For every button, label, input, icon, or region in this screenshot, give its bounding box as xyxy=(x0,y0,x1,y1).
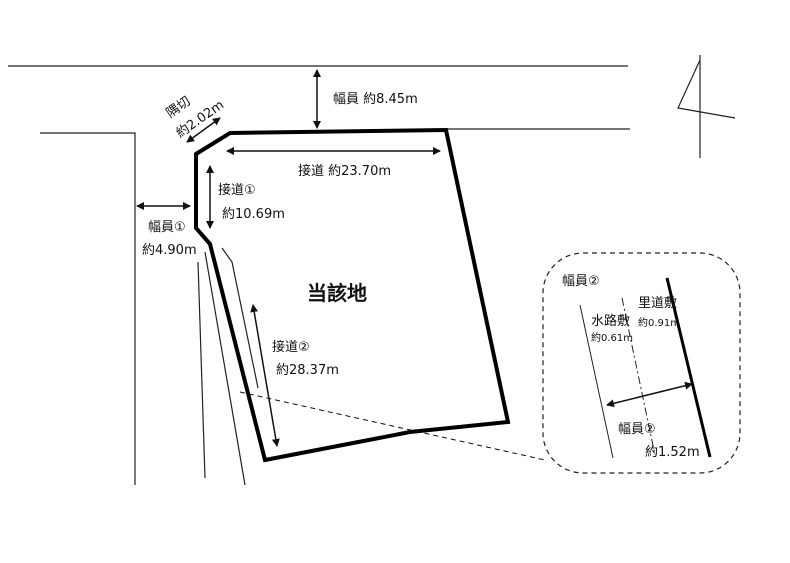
waterway-width: 約0.61m xyxy=(591,331,633,344)
detail-leader xyxy=(239,391,546,461)
road-1-label: 幅員① xyxy=(148,220,186,235)
road-top-width: 幅員 約8.45m xyxy=(333,92,418,107)
detail-lines xyxy=(579,277,712,459)
frontage-1-length: 約10.69m xyxy=(222,207,285,222)
north-arrow-icon xyxy=(677,55,736,158)
detail-width-value: 約1.52m xyxy=(645,445,700,460)
site-label: 当該地 xyxy=(307,281,367,305)
village-road-width: 約0.91m xyxy=(638,316,680,329)
waterway-label: 水路敷 xyxy=(591,313,630,329)
frontage-2-length: 約28.37m xyxy=(276,363,339,378)
detail-width-label: 幅員② xyxy=(618,422,656,437)
road-1-width: 約4.90m xyxy=(142,243,197,258)
frontage-2-label: 接道② xyxy=(272,339,310,355)
road-edges xyxy=(8,65,630,486)
site-boundary xyxy=(194,127,511,463)
detail-box xyxy=(542,252,741,474)
frontage-top-label: 接道 約23.70m xyxy=(298,163,391,179)
detail-title: 幅員② xyxy=(562,274,600,289)
village-road-label: 里道敷 xyxy=(638,296,677,311)
dimension-arrows xyxy=(136,69,693,447)
frontage-1-label: 接道① xyxy=(218,182,256,198)
